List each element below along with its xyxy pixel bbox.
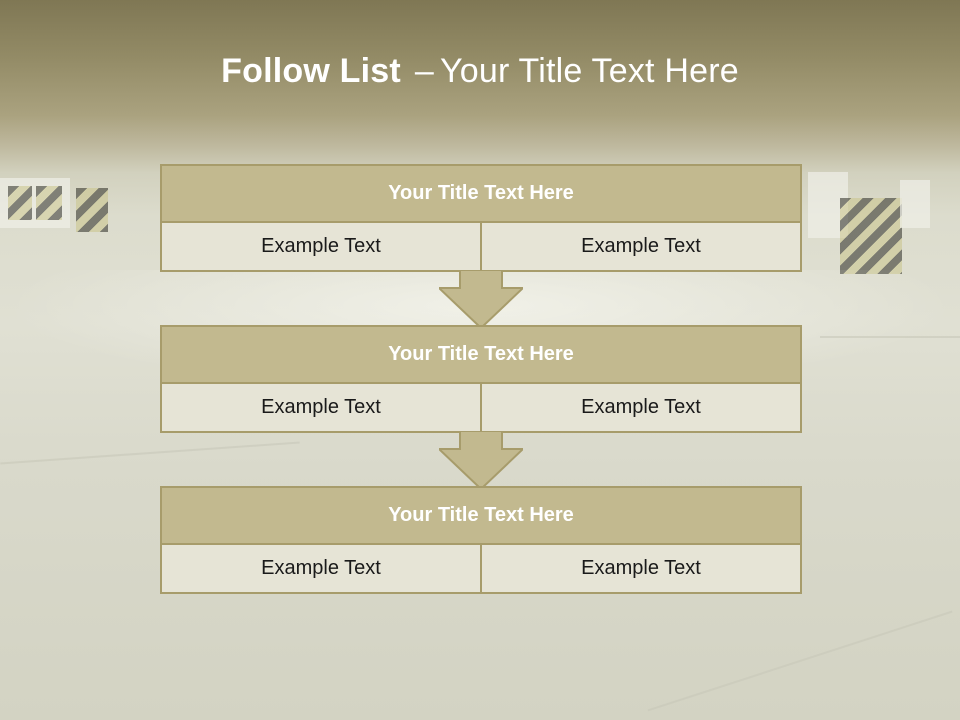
background-floor-line (820, 336, 960, 338)
background-floor-line (0, 441, 300, 465)
step-title: Your Title Text Here (162, 166, 800, 223)
step-block-2: Your Title Text Here Example Text Exampl… (160, 325, 802, 433)
step-title: Your Title Text Here (162, 488, 800, 545)
step-title: Your Title Text Here (162, 327, 800, 384)
step-cell-left: Example Text (162, 545, 480, 592)
down-arrow-icon (439, 270, 523, 328)
background-hazard-stripe (8, 186, 32, 220)
slide-title-rest: Your Title Text Here (440, 52, 739, 90)
step-cell-left: Example Text (162, 223, 480, 270)
step-cell-right: Example Text (480, 223, 800, 270)
background-hazard-stripe (76, 188, 108, 232)
background-hazard-stripe (840, 198, 902, 274)
background-floor-line (647, 610, 953, 712)
step-row: Example Text Example Text (162, 223, 800, 270)
slide-title-dash: – (414, 52, 435, 90)
step-cell-right: Example Text (480, 384, 800, 431)
background-hazard-stripe (36, 186, 62, 220)
step-row: Example Text Example Text (162, 384, 800, 431)
step-cell-left: Example Text (162, 384, 480, 431)
background-pillar (900, 180, 930, 228)
slide-title-strong: Follow List (221, 52, 401, 90)
step-cell-right: Example Text (480, 545, 800, 592)
down-arrow-icon (439, 431, 523, 489)
step-row: Example Text Example Text (162, 545, 800, 592)
slide-title: Follow List–Your Title Text Here (0, 52, 960, 91)
step-block-1: Your Title Text Here Example Text Exampl… (160, 164, 802, 272)
step-block-3: Your Title Text Here Example Text Exampl… (160, 486, 802, 594)
